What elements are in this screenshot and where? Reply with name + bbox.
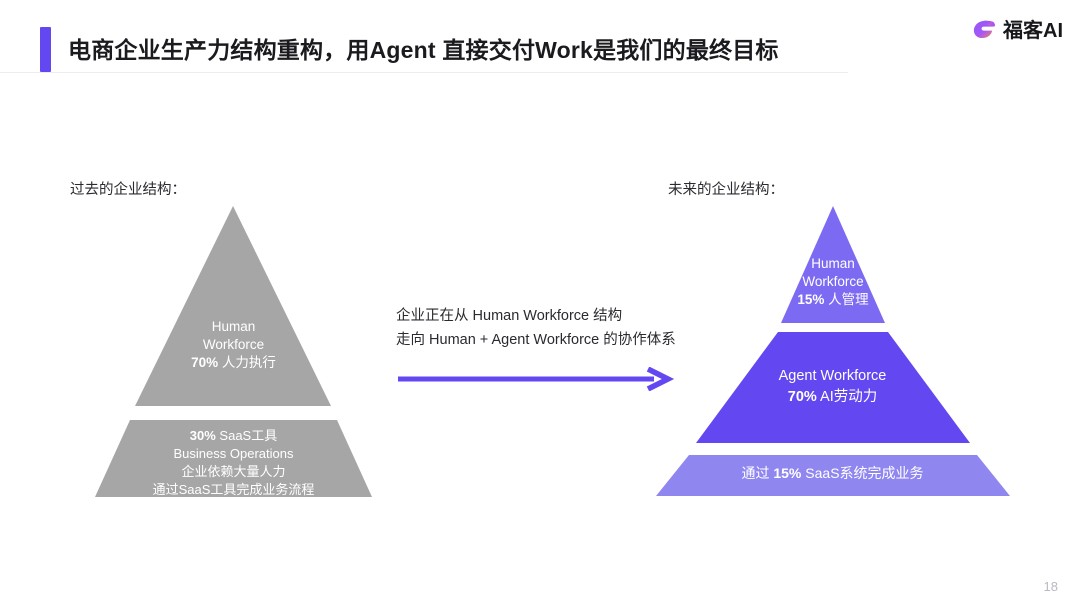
legacy-pyramid-diagram [95, 206, 372, 497]
future-tier-1-line2: Workforce [802, 274, 864, 289]
future-tier-3-label: 通过 15% SaaS系统完成业务 [660, 464, 1005, 482]
legacy-tier-1-line1: Human [211, 319, 256, 334]
future-tier-1-triangle [781, 206, 885, 323]
page-title: 电商企业生产力结构重构，用Agent 直接交付Work是我们的最终目标 [68, 37, 779, 63]
right-arrow-icon [398, 367, 675, 391]
swoosh-wing-icon [973, 20, 996, 38]
transition-line-2: 走向 Human + Agent Workforce 的协作体系 [396, 332, 676, 348]
future-tier-2-line1: Agent Workforce [778, 368, 887, 384]
legacy-tier-1-triangle [135, 206, 331, 406]
legacy-tier-2-line2: Business Operations [173, 446, 294, 461]
future-tier-2-stat: 70% [787, 389, 817, 405]
legacy-tier-2-line3: 企业依赖大量人力 [181, 464, 286, 479]
legacy-tier-2-stat: 30% [189, 428, 216, 443]
future-tier-3-trapezoid [656, 455, 1010, 496]
future-tier-1-stat-label: 人管理 [828, 292, 869, 307]
legacy-tier-2-stat-label: SaaS工具 [219, 428, 278, 443]
future-tier-1-line1: Human [811, 256, 855, 271]
legacy-tier-2-line4: 通过SaaS工具完成业务流程 [152, 482, 315, 497]
legacy-tier-1-label: Human Workforce 70% 人力执行 [135, 318, 332, 372]
future-tier-3-stat-label: SaaS系统完成业务 [805, 465, 924, 481]
page-number: 18 [1043, 579, 1058, 594]
future-tier-2-trapezoid [696, 332, 970, 443]
title-card: 电商企业生产力结构重构，用Agent 直接交付Work是我们的最终目标 [0, 0, 848, 72]
future-tier-2-label: Agent Workforce 70% AI劳动力 [700, 366, 965, 408]
left-section-caption: 过去的企业结构： [70, 182, 186, 198]
future-tier-1-label: Human Workforce 15% 人管理 [763, 255, 903, 309]
future-section-caption: 未来的企业结构： [668, 182, 784, 198]
transition-narrative: 企业正在从 Human Workforce 结构 走向 Human + Agen… [396, 304, 676, 352]
legacy-tier-2-label: 30% SaaS工具 Business Operations 企业依赖大量人力 … [95, 427, 372, 499]
legacy-tier-1-stat: 70% [191, 355, 219, 370]
title-accent-bar [40, 27, 51, 72]
brand-logo: 福客AI [971, 14, 1063, 43]
legacy-tier-1-line2: Workforce [202, 337, 265, 352]
future-tier-2-stat-label: AI劳动力 [820, 389, 878, 405]
legacy-tier-1-stat-label: 人力执行 [221, 355, 276, 370]
logo-text: 福客AI [1003, 20, 1063, 42]
future-tier-3-prefix: 通过 [741, 465, 770, 481]
future-pyramid-diagram [656, 206, 1010, 496]
legacy-tier-2-trapezoid [95, 420, 372, 497]
transition-line-1: 企业正在从 Human Workforce 结构 [396, 308, 623, 324]
future-tier-1-stat: 15% [797, 292, 825, 307]
future-tier-3-stat: 15% [773, 465, 802, 481]
